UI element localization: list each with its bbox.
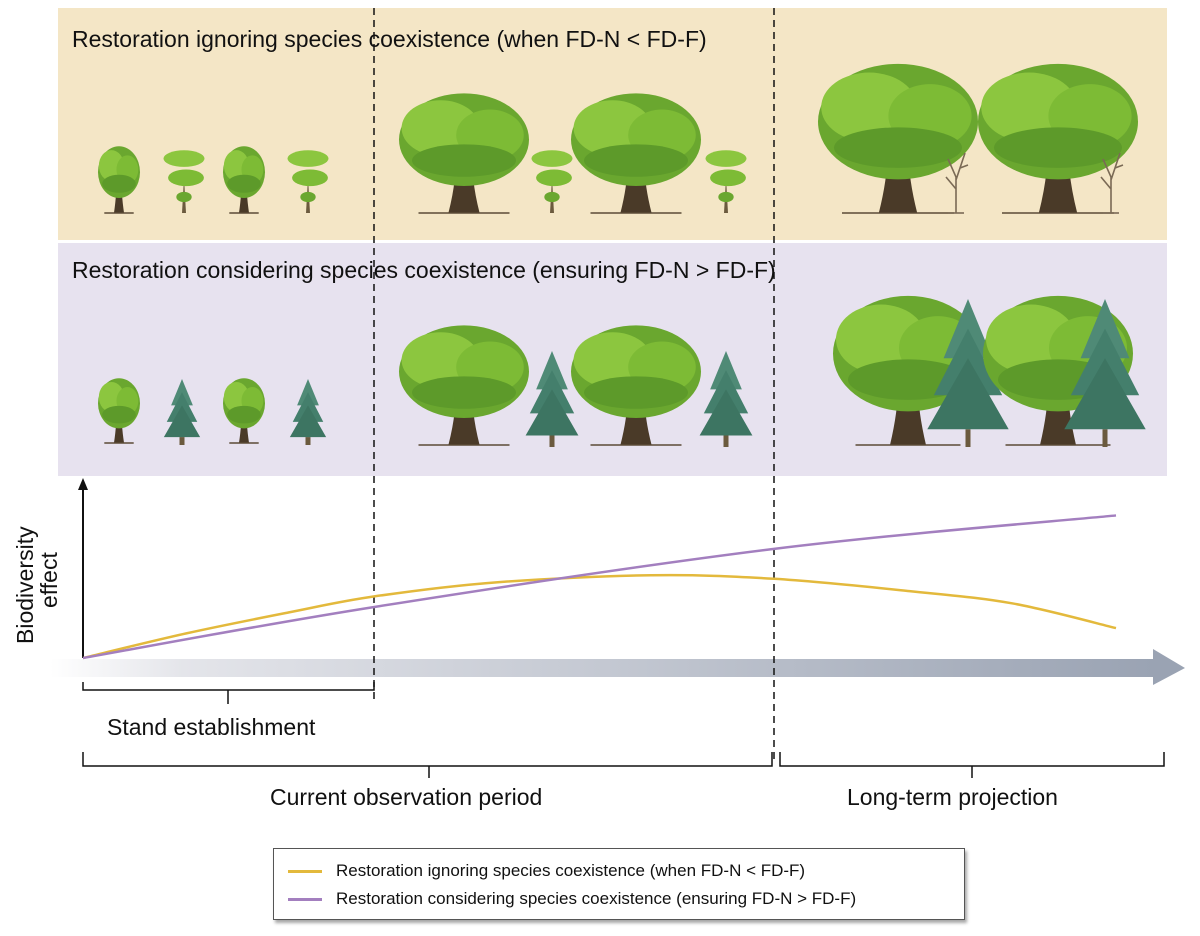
broadleaf-tree-large-icon — [399, 93, 529, 214]
broadleaf-tree-large-icon — [571, 93, 701, 214]
legend-item-considering: Restoration considering species coexiste… — [288, 889, 856, 909]
time-arrow-head — [1153, 649, 1185, 685]
label-long-term-projection: Long-term projection — [847, 784, 1058, 810]
conifer-tree-medium-icon — [699, 351, 753, 447]
broadleaf-tree-large-icon — [571, 325, 701, 446]
bracket-current-observation — [82, 752, 773, 778]
tree-illustrations-ignoring — [98, 63, 1138, 214]
broadleaf-tree-icon — [223, 378, 265, 444]
scenario-panel-considering-coexistence: Restoration considering species coexiste… — [58, 243, 1167, 476]
broadleaf-tree-icon — [98, 378, 140, 444]
series-line-considering — [82, 514, 1117, 660]
broadleaf-shrub-icon — [287, 150, 329, 213]
conifer-tree-large-icon — [1064, 299, 1146, 447]
label-stand-establishment: Stand establishment — [107, 714, 316, 740]
legend-label-ignoring: Restoration ignoring species coexistence… — [336, 861, 806, 880]
broadleaf-tree-very-large-icon — [978, 63, 1138, 214]
panel-title-ignoring: Restoration ignoring species coexistence… — [72, 26, 707, 52]
time-arrow-shaft — [50, 659, 1154, 677]
legend-label-considering: Restoration considering species coexiste… — [336, 889, 857, 908]
broadleaf-tree-very-large-icon — [818, 63, 978, 214]
tree-illustrations-considering — [98, 295, 1146, 447]
time-arrow — [50, 649, 1185, 685]
broadleaf-tree-icon — [98, 146, 140, 214]
scenario-panel-ignoring-coexistence: Restoration ignoring species coexistence… — [58, 8, 1167, 240]
legend-swatch-considering — [288, 897, 322, 901]
broadleaf-tree-large-icon — [399, 325, 529, 446]
series-lines — [82, 514, 1117, 660]
series-line-ignoring — [82, 573, 1117, 660]
dead-tree-icon — [1100, 152, 1124, 214]
legend: Restoration ignoring species coexistence… — [273, 848, 965, 920]
legend-swatch-ignoring — [288, 869, 322, 873]
legend-item-ignoring: Restoration ignoring species coexistence… — [288, 861, 805, 881]
panel-title-considering: Restoration considering species coexiste… — [72, 257, 776, 283]
conifer-tree-medium-icon — [525, 351, 579, 447]
broadleaf-tree-icon — [223, 146, 265, 214]
label-current-observation: Current observation period — [270, 784, 543, 810]
y-axis-arrowhead — [78, 478, 88, 490]
broadleaf-shrub-icon — [705, 150, 747, 213]
bracket-stand-establishment — [82, 682, 375, 704]
broadleaf-shrub-icon — [163, 150, 205, 213]
dead-tree-icon — [945, 152, 969, 214]
conifer-tree-icon — [163, 379, 201, 445]
bracket-long-term — [779, 752, 1165, 778]
conifer-tree-icon — [289, 379, 327, 445]
broadleaf-shrub-icon — [531, 150, 573, 213]
conifer-tree-large-icon — [927, 299, 1009, 447]
